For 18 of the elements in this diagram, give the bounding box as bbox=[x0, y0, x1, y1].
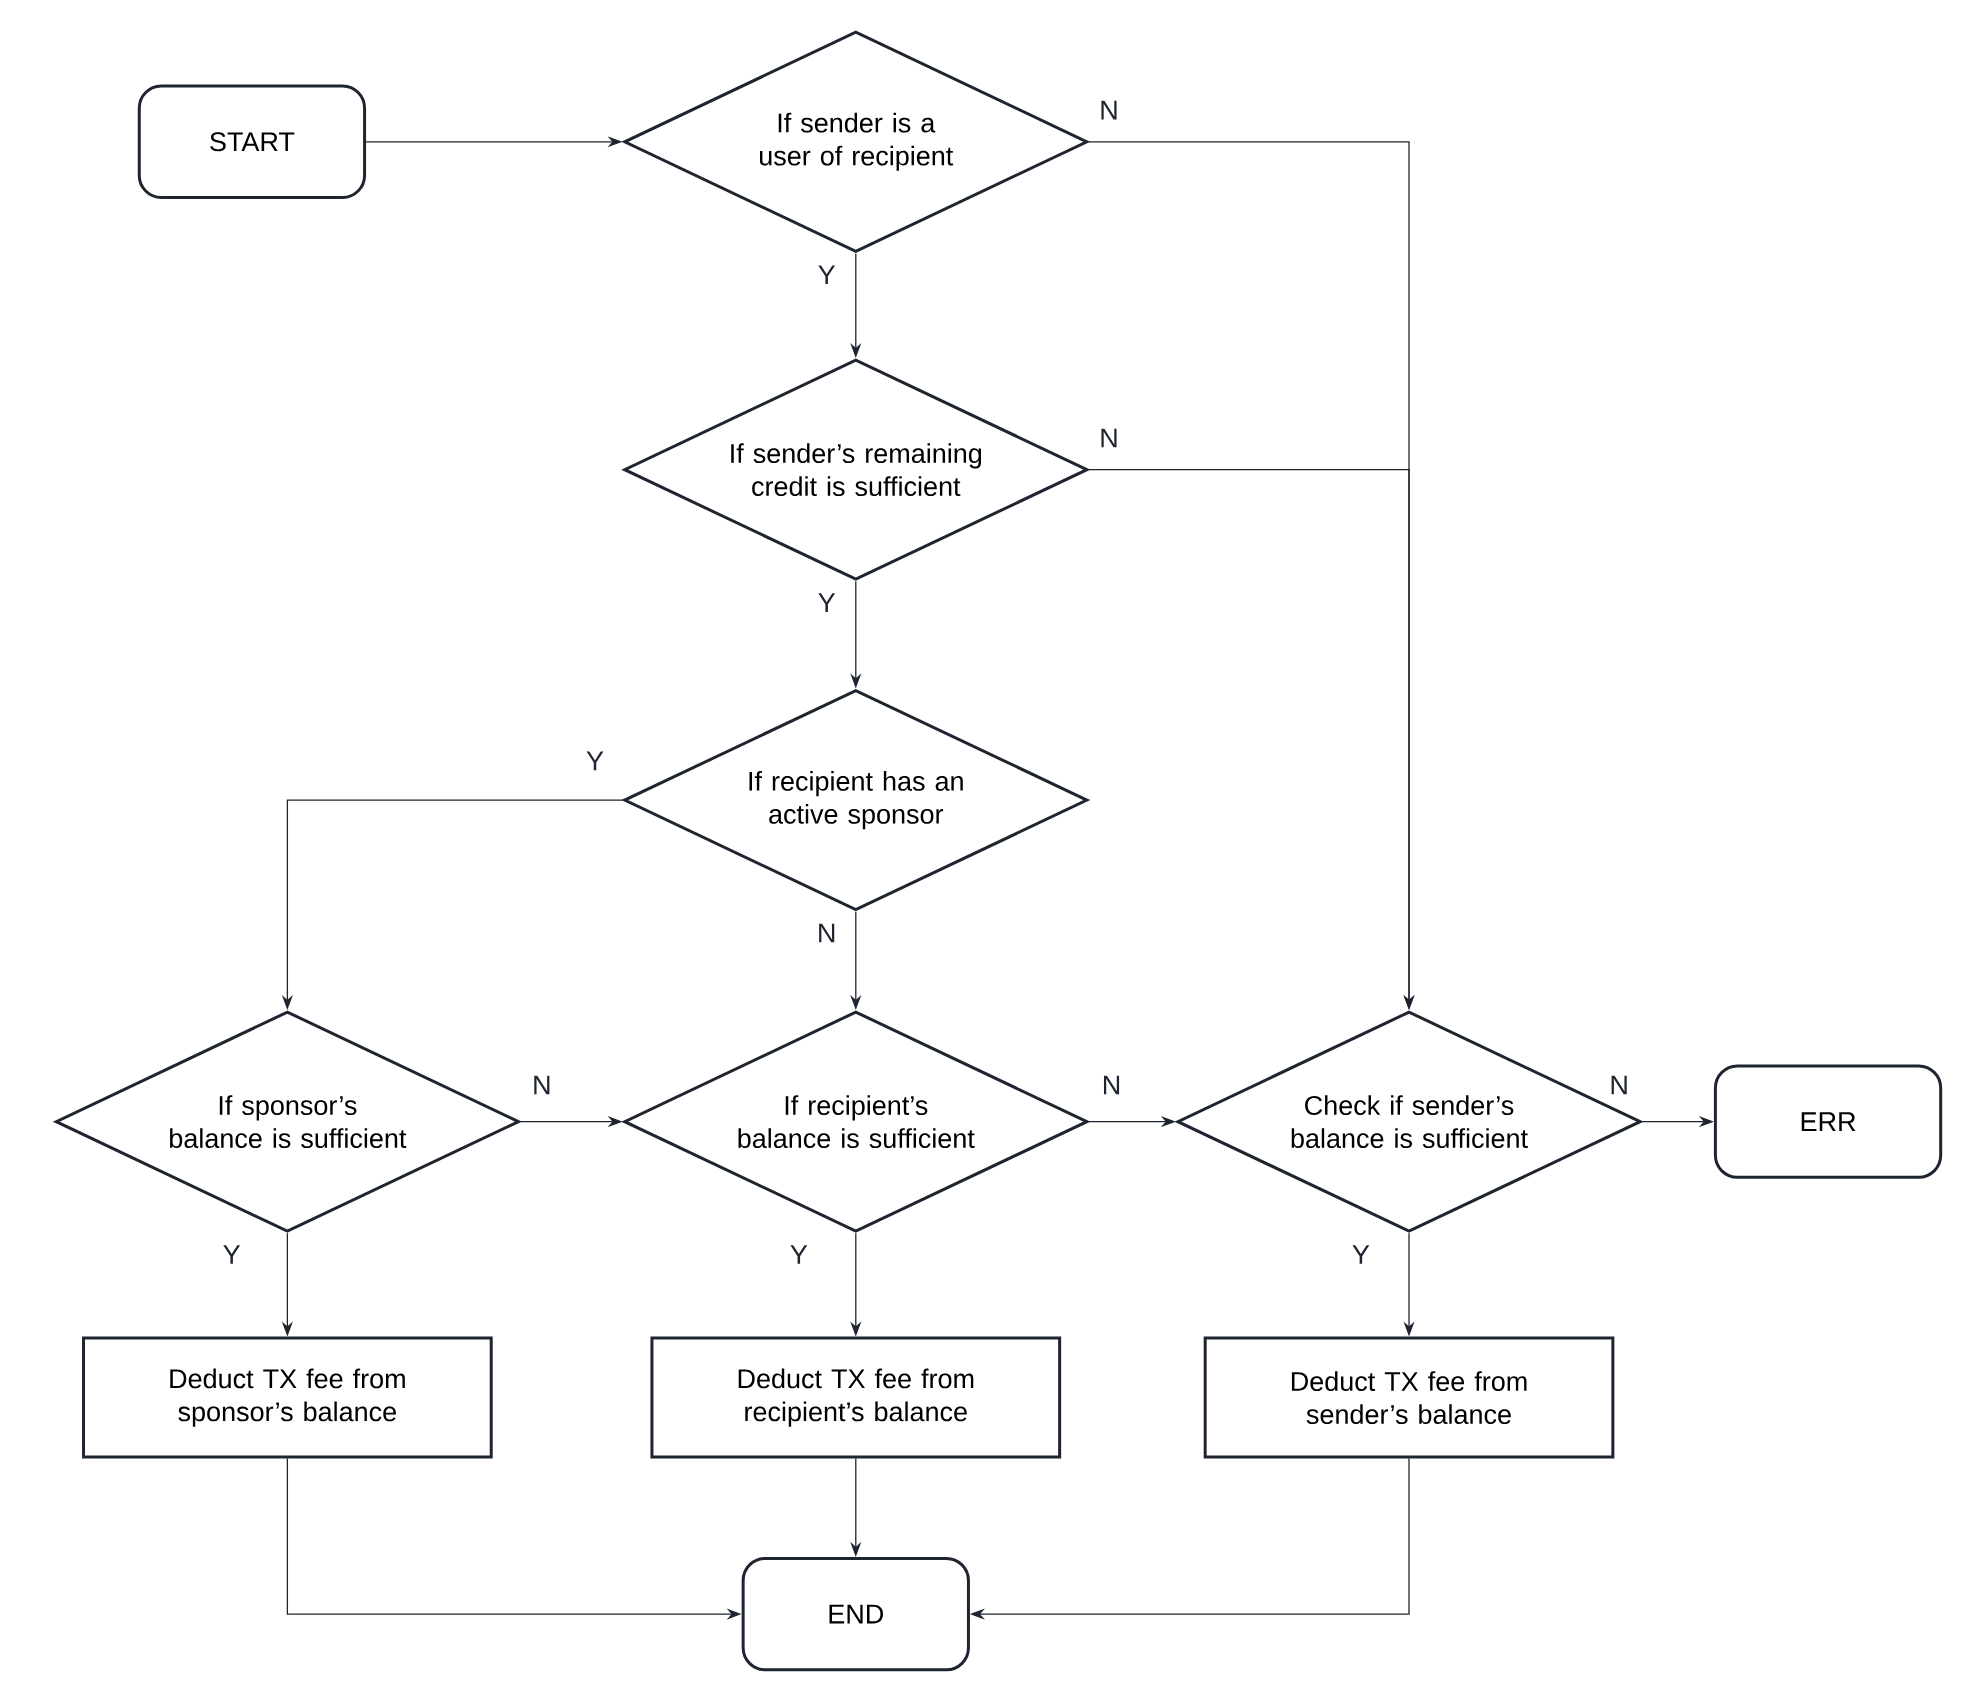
edge-label: N bbox=[1100, 1074, 1123, 1095]
edge-label: Y bbox=[221, 1244, 242, 1265]
terminal-box: ERR bbox=[1713, 1064, 1943, 1179]
edge-label: Y bbox=[788, 1244, 809, 1265]
process-box: Deduct TX fee from sender’s balance bbox=[1203, 1336, 1615, 1459]
edge-label: N bbox=[1098, 99, 1120, 121]
edge-label: N bbox=[531, 1074, 553, 1095]
edge-label: Y bbox=[1350, 1244, 1371, 1265]
edge-label: N bbox=[1608, 1074, 1630, 1095]
edge-label: Y bbox=[816, 592, 837, 613]
process-box: Deduct TX fee from recipient’s balance bbox=[650, 1336, 1062, 1459]
edge-label: N bbox=[815, 922, 838, 944]
terminal-box: START bbox=[137, 84, 367, 199]
edge-label: Y bbox=[585, 750, 605, 771]
terminal-box: END bbox=[741, 1556, 970, 1672]
edge-label: N bbox=[1098, 427, 1120, 449]
process-box: Deduct TX fee from sponsor’s balance bbox=[82, 1336, 493, 1459]
edge-label: Y bbox=[816, 264, 837, 285]
